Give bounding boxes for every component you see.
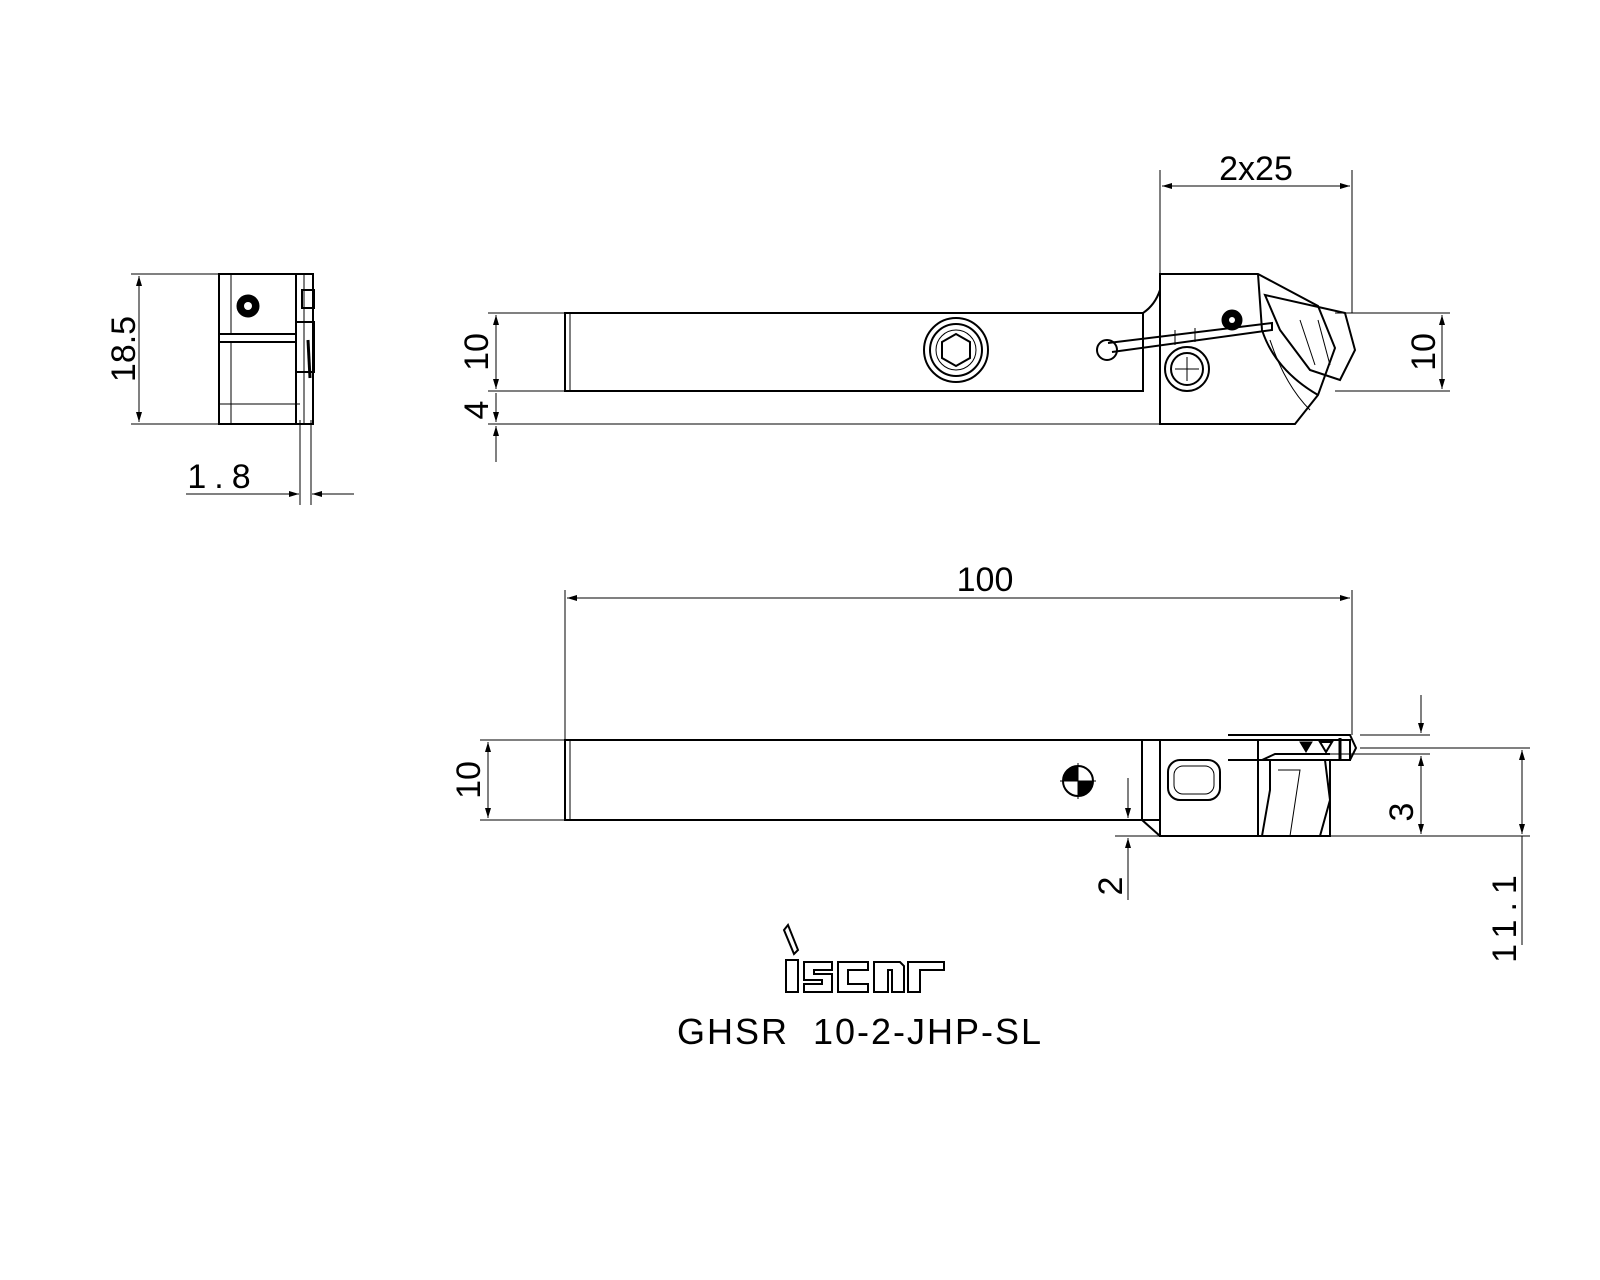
top-view: 2x25 10 4 10: [458, 150, 1450, 462]
dim-4-label: 4: [458, 401, 496, 420]
dim-top-10-left-label: 10: [458, 333, 496, 371]
top-view-insert: [1263, 293, 1357, 382]
top-view-head-screw: [1164, 346, 1210, 392]
side-view-slot: [1167, 759, 1221, 801]
logo-text: iscar: [864, 1004, 867, 1006]
top-view-head: [1159, 273, 1337, 425]
top-view-hex-screw: [923, 317, 989, 383]
end-view-body: [218, 273, 314, 425]
dim-11-1-label: 11.1: [1486, 867, 1524, 963]
top-view-shank: [564, 312, 1144, 392]
dim-3-label: 3: [1383, 803, 1421, 822]
end-view: 18.5 1.8: [105, 273, 354, 505]
dim-2-label: 2: [1092, 877, 1130, 896]
dim-top-10-right-label: 10: [1405, 333, 1443, 371]
part-number: GHSR 10-2-JHP-SL: [677, 1011, 1043, 1052]
dim-side-10-label: 10: [450, 761, 488, 799]
dim-18-5-label: 18.5: [105, 316, 143, 382]
dim-1-8-label: 1.8: [187, 458, 258, 496]
dim-100-label: 100: [957, 561, 1014, 599]
side-view: 100 10 2 3 11.1: [450, 561, 1530, 963]
dim-2x25-label: 2x25: [1219, 150, 1293, 188]
iscar-logo: iscar: [782, 923, 945, 1006]
